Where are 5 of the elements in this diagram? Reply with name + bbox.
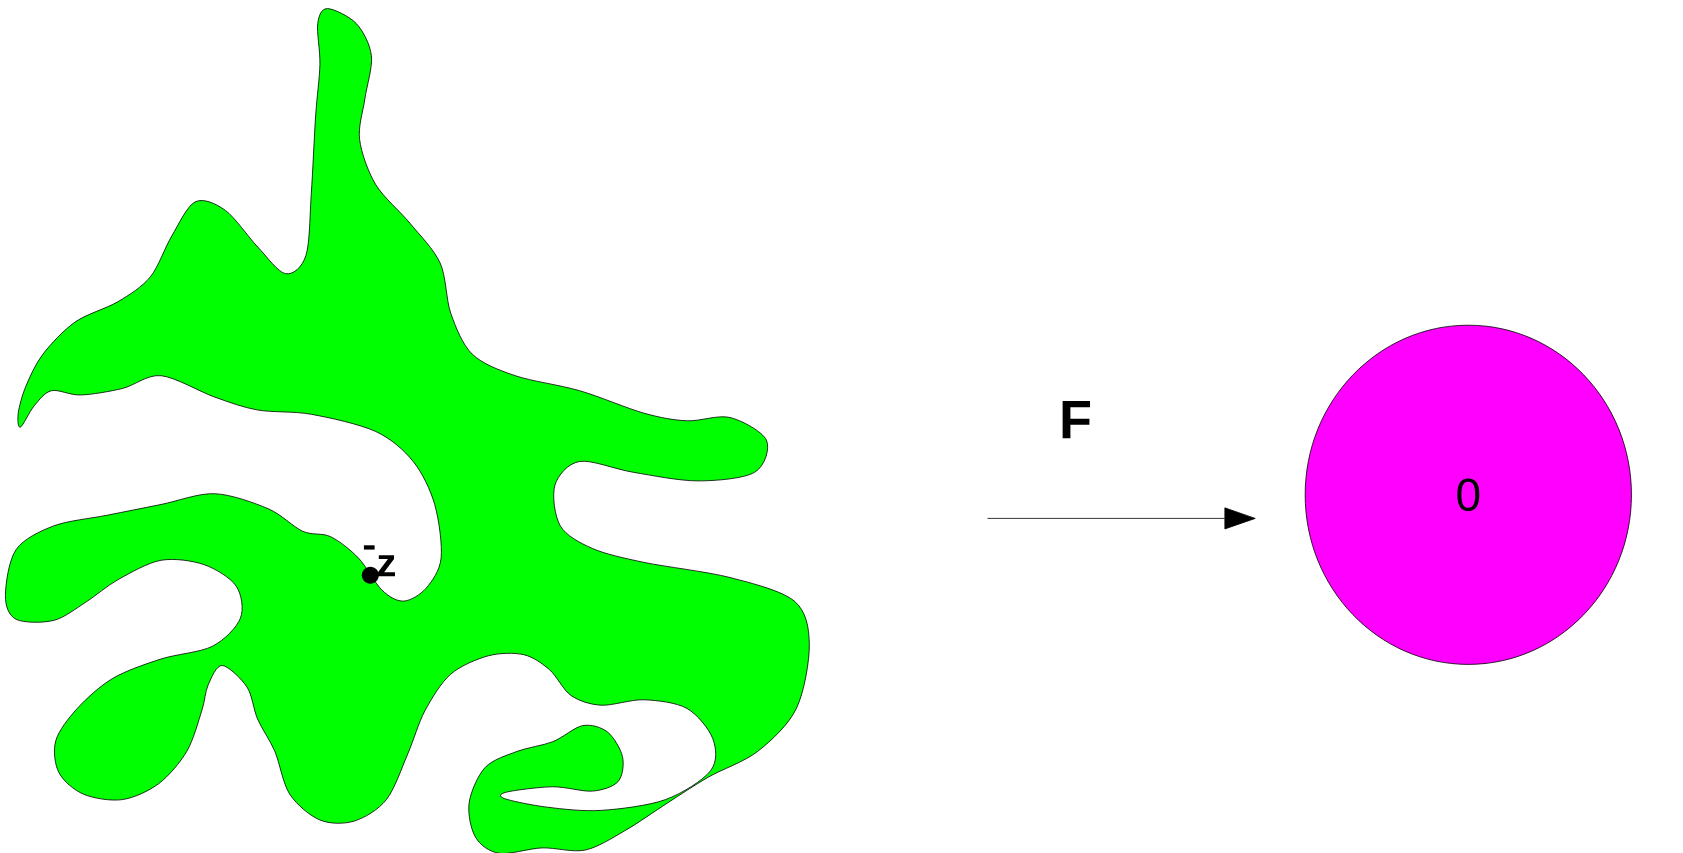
point-label: z xyxy=(378,555,395,577)
arrow xyxy=(987,507,1256,530)
disk: 0 xyxy=(1304,324,1632,665)
region-shape xyxy=(5,8,810,853)
edge-label: F xyxy=(1062,401,1090,439)
